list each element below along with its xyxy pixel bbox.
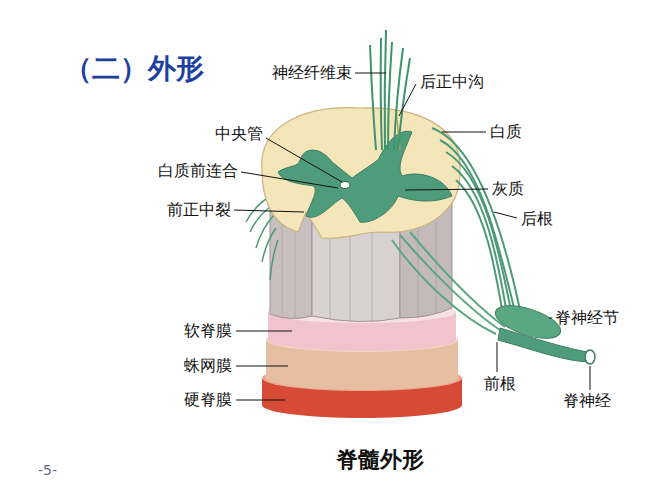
- part-label: 脊神经: [563, 391, 611, 410]
- drawing-part: [236, 366, 288, 367]
- drawing-part: [590, 366, 591, 390]
- drawing-part: [494, 212, 517, 218]
- part-label: 蛛网膜: [184, 356, 232, 375]
- drawing-part: [282, 210, 283, 315]
- spinal-nerve: [498, 328, 595, 364]
- cross-section: [262, 108, 460, 239]
- part-label: 灰质: [492, 179, 524, 198]
- drawing-part: [399, 84, 416, 116]
- drawing-part: [398, 58, 410, 150]
- drawing-part: [370, 45, 376, 150]
- drawing-part: [372, 228, 373, 322]
- drawing-part: [350, 226, 351, 322]
- drawing-part: [355, 73, 386, 74]
- drawing-part: [497, 342, 498, 372]
- drawing-part: [400, 235, 500, 330]
- drawing-part: [498, 328, 592, 362]
- drawing-part: [234, 210, 304, 212]
- nerve-end: [585, 350, 595, 364]
- figure-caption: 脊髓外形: [336, 447, 424, 473]
- grey-matter: [278, 131, 452, 222]
- page-number: -5-: [38, 462, 57, 479]
- part-label: 白质前连合: [158, 161, 238, 180]
- drawing-part: [405, 189, 488, 190]
- drawing-part: [388, 42, 392, 150]
- drawing-part: [236, 400, 285, 401]
- part-label: 前根: [484, 374, 516, 393]
- part-label: 后正中沟: [420, 72, 484, 91]
- drawing-part: [440, 140, 515, 312]
- part-label: 硬脊膜: [184, 390, 232, 409]
- part-label: 白质: [490, 122, 522, 141]
- drawing-part: [236, 331, 292, 332]
- drawing-part: [436, 222, 437, 314]
- drawing-part: [549, 318, 552, 319]
- part-label: 脊神经节: [555, 308, 619, 327]
- part-label: 前正中裂: [167, 200, 231, 219]
- central-canal: [340, 182, 350, 189]
- drawing-part: [442, 132, 486, 133]
- ventral-root: [392, 232, 505, 334]
- part-label: 中央管: [215, 124, 263, 143]
- drawing-part: [266, 138, 342, 182]
- leader-lines: [234, 73, 590, 400]
- drawing-part: [241, 172, 338, 188]
- slide-title: （二）外形: [64, 52, 204, 86]
- dorsal-root: [432, 128, 520, 322]
- part-label: 软脊膜: [184, 321, 232, 340]
- fiber-bundle: [370, 30, 410, 150]
- drawing-part: [270, 240, 278, 280]
- white-matter: [262, 108, 460, 239]
- drawing-part: [381, 38, 382, 150]
- drawing-part: [256, 215, 274, 248]
- part-label: 神经纤维束: [272, 63, 352, 82]
- drawing-part: [385, 30, 386, 150]
- part-label: 后根: [521, 209, 553, 228]
- drawing-part: [392, 240, 496, 334]
